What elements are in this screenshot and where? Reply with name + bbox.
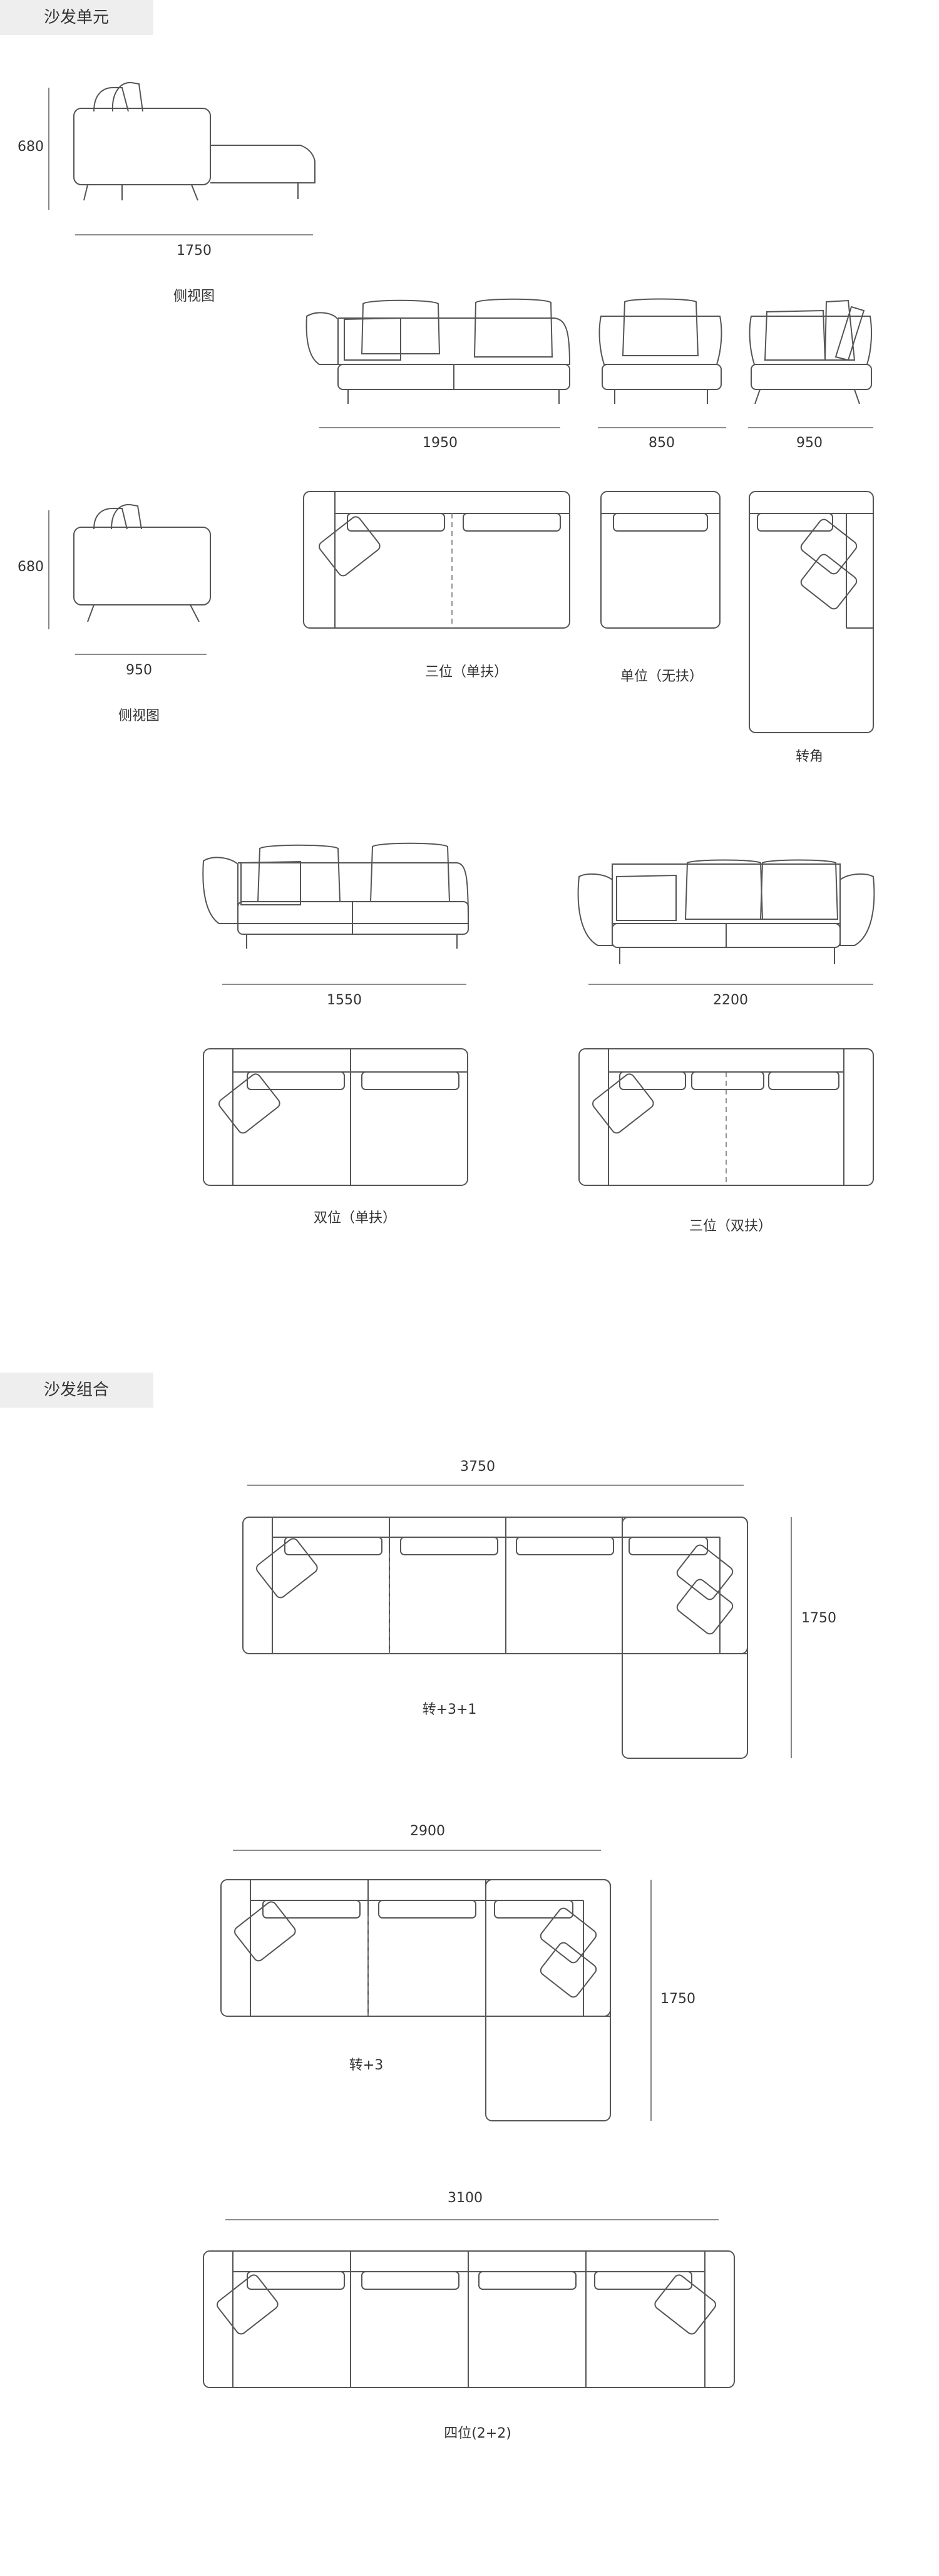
three-seat-single-arm-top-drawing: [303, 491, 570, 629]
corner-top-drawing: [749, 491, 874, 733]
single-no-arm-top-drawing: [600, 491, 721, 629]
three-seat-single-arm-caption: 三位（单扶）: [424, 664, 508, 680]
section-tab-units: 沙发单元: [0, 0, 153, 35]
three-seat-double-arm-top-drawing: [578, 1048, 874, 1186]
side-view-chaise-drawing: [48, 81, 316, 235]
combo-corner-3-1-depth: 1750: [801, 1610, 836, 1626]
three-seat-single-arm-front-drawing: [305, 298, 571, 428]
side-view-armchair-drawing: [48, 503, 211, 655]
combo-four-seat-drawing: [203, 2219, 735, 2388]
three-seat-single-arm-width: 1950: [423, 435, 458, 451]
single-no-arm-caption: 单位（无扶）: [620, 669, 704, 684]
single-no-arm-width: 850: [649, 435, 675, 451]
combo-four-seat-caption: 四位(2+2): [444, 2426, 511, 2441]
two-seat-single-arm-width: 1550: [327, 992, 362, 1008]
combo-four-seat-width: 3100: [448, 2190, 483, 2206]
three-seat-double-arm-caption: 三位（双扶）: [689, 1218, 772, 1234]
side-view-2-height: 680: [18, 559, 44, 575]
three-seat-double-arm-width: 2200: [713, 992, 748, 1008]
side-view-2-width: 950: [126, 662, 152, 678]
two-seat-single-arm-caption: 双位（单扶）: [313, 1210, 397, 1226]
two-seat-single-arm-top-drawing: [203, 1048, 468, 1186]
side-view-1-caption: 侧视图: [173, 289, 215, 304]
corner-front-drawing: [748, 299, 873, 428]
combo-corner-3-depth: 1750: [660, 1991, 695, 2007]
combo-corner-3-1-width: 3750: [460, 1459, 495, 1475]
combo-corner-3-1-caption: 转+3+1: [422, 1702, 477, 1718]
combo-corner-3-width: 2900: [410, 1823, 445, 1839]
side-view-2-caption: 侧视图: [118, 708, 160, 724]
corner-caption: 转角: [795, 749, 824, 765]
combo-corner-3-caption: 转+3: [349, 2058, 384, 2073]
corner-width: 950: [796, 435, 823, 451]
section-tab-combos: 沙发组合: [0, 1373, 153, 1408]
two-seat-single-arm-front-drawing: [202, 842, 470, 985]
combo-corner-3-drawing: [220, 1850, 652, 2121]
three-seat-double-arm-front-drawing: [577, 859, 875, 985]
combo-corner-3-1-drawing: [242, 1485, 792, 1759]
single-no-arm-front-drawing: [598, 298, 726, 428]
side-view-1-width: 1750: [177, 243, 212, 259]
side-view-1-height: 680: [18, 139, 44, 155]
